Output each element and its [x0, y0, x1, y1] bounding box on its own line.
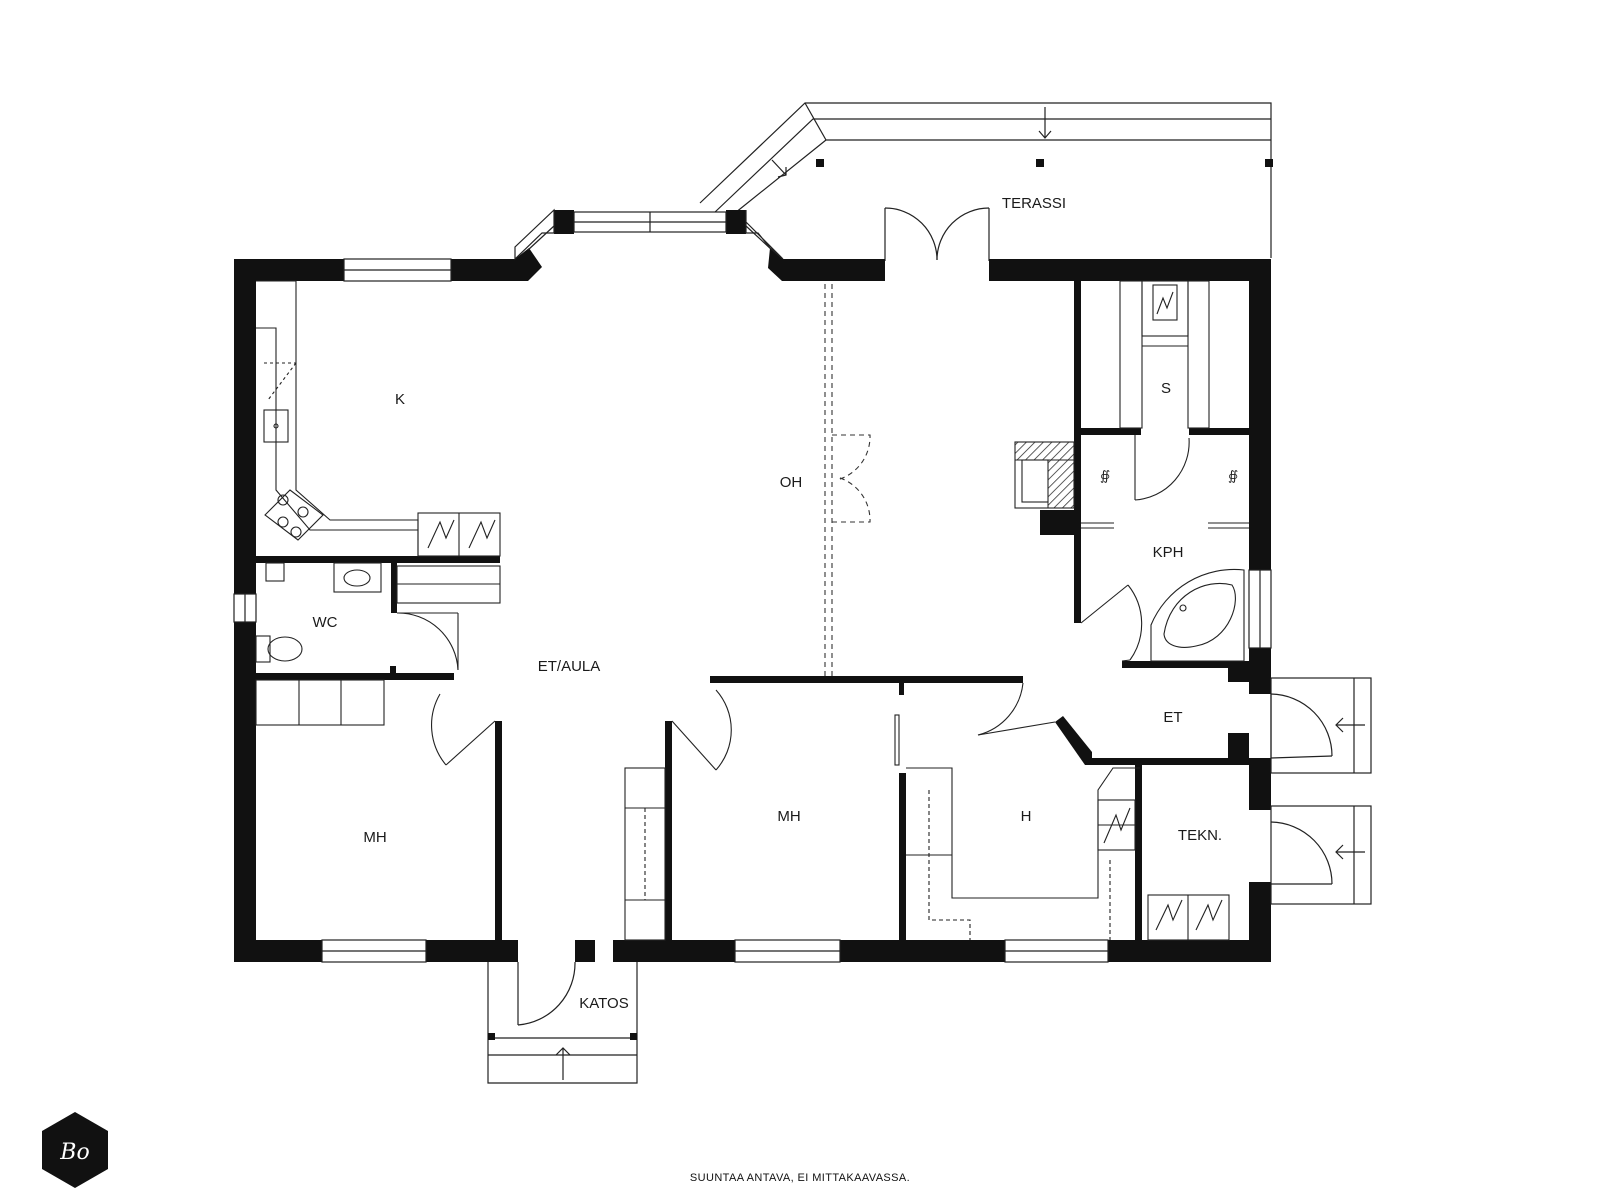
terrace: [699, 102, 1272, 258]
outer-walls: [234, 210, 1271, 962]
front-porch: [487, 961, 638, 1084]
windows: [233, 208, 1272, 963]
room-label-tekn: TEKN.: [1178, 827, 1222, 844]
brand-logo: Bo: [42, 1112, 108, 1188]
room-label-kph: KPH: [1153, 544, 1184, 561]
room-label-et-aula: ET/AULA: [538, 658, 601, 675]
sauna-stove-hatch: [1014, 441, 1075, 509]
room-label-oh: OH: [780, 474, 803, 491]
room-label-s: S: [1161, 380, 1171, 397]
room-label-et-right: ET: [1163, 709, 1182, 726]
room-labels: K OH S KPH WC ET/AULA MH MH H ET TEKN. T…: [313, 195, 1223, 1012]
room-label-mh-left: MH: [363, 829, 386, 846]
mh-left-furniture: [255, 679, 496, 766]
scale-disclaimer: SUUNTAA ANTAVA, EI MITTAKAAVASSA.: [689, 1172, 911, 1184]
terrace-door: [884, 207, 990, 261]
h-furniture: [906, 682, 1140, 940]
room-divider: [824, 284, 871, 676]
room-label-terassi: TERASSI: [1002, 195, 1066, 212]
sauna: [1119, 280, 1210, 501]
room-label-wc: WC: [313, 614, 338, 631]
mh-center-furniture: [624, 689, 900, 941]
interior-walls: [256, 268, 1249, 940]
brand-logo-text: Bo: [59, 1140, 89, 1165]
room-label-k: K: [395, 391, 405, 408]
terrace-posts: [816, 159, 1273, 167]
kitchen-counters: [256, 280, 501, 604]
tekn-fixtures: [1147, 894, 1230, 941]
svg-text:∯: ∯: [1100, 469, 1110, 484]
room-label-h: H: [1021, 808, 1032, 825]
room-label-mh-center: MH: [777, 808, 800, 825]
side-entrances: [1270, 677, 1372, 905]
wc-fixtures: [255, 562, 459, 671]
porch-posts: [488, 1033, 637, 1040]
kph-fixtures: ∯ ∯: [1014, 441, 1249, 662]
svg-text:∯: ∯: [1228, 469, 1238, 484]
room-label-katos: KATOS: [579, 995, 628, 1012]
